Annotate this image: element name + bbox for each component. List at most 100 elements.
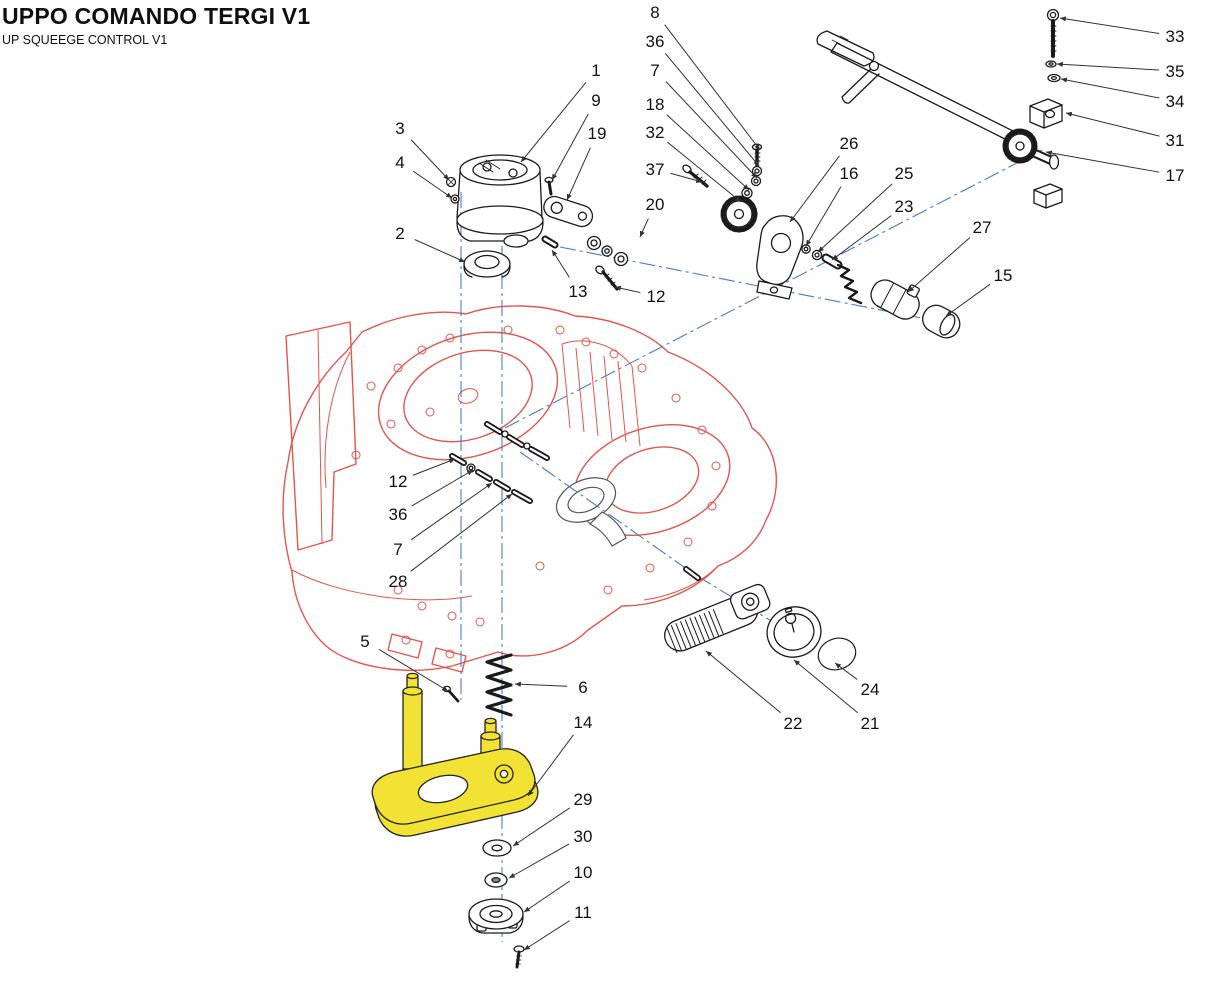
part-block-31 [1029,98,1063,129]
callout-label-2-7: 7 [650,61,659,80]
callout-leader-35-10 [523,880,571,913]
part-grommet-2 [463,250,511,278]
part-washer-25 [811,249,823,261]
part-hub-10 [468,898,524,934]
part-pin-13 [541,235,559,249]
callout-label-38-21: 21 [861,714,880,733]
callout-leader-15-26 [789,155,840,223]
callout-leader-4-32 [667,141,742,203]
callout-label-10-3: 3 [395,119,404,138]
callout-label-4-32: 32 [646,123,665,142]
callout-leader-20-15 [945,283,991,317]
part-bracket-14 [371,672,539,837]
callout-label-1-36: 36 [646,32,665,51]
drawing-title: UPPO COMANDO TERGI V1 [2,3,311,29]
part-spring-6 [485,653,513,717]
callout-leader-5-37 [670,172,703,183]
callout-label-8-9: 9 [591,91,600,110]
callout-label-34-30: 30 [574,827,593,846]
callout-leader-25-17 [1045,150,1160,173]
part-bushing-23 [821,253,843,270]
callout-label-21-33: 33 [1166,27,1185,46]
callout-label-18-23: 23 [895,197,914,216]
callout-leader-16-16 [805,186,842,247]
part-washers-20 [586,235,629,267]
callout-leader-32-14 [527,734,574,797]
part-screw-33 [1046,8,1060,58]
callout-leader-30-5 [378,648,449,692]
part-lever-22 [664,583,771,653]
callout-label-12-2: 2 [395,224,404,243]
part-disc-21 [766,606,822,658]
callout-leader-17-25 [817,183,893,253]
callout-label-23-34: 34 [1166,92,1185,111]
part-pad-24 [817,637,857,671]
callout-leader-28-7 [410,482,493,541]
callout-label-24-31: 31 [1166,131,1185,150]
drawing-subtitle: UP SQUEEGE CONTROL V1 [2,33,168,47]
part-washer-29 [482,839,512,857]
callout-leader-14-12 [614,285,641,294]
callout-label-30-5: 5 [360,632,369,651]
callout-label-13-13: 13 [569,282,588,301]
callout-leader-6-20 [639,218,649,238]
callout-label-37-22: 22 [784,714,803,733]
part-screw-5 [442,685,460,703]
title-block: UPPO COMANDO TERGI V1 UP SQUEEGE CONTROL… [2,3,310,47]
callout-leader-13-13 [551,249,570,278]
callout-label-29-28: 28 [389,572,408,591]
callout-label-20-15: 15 [994,266,1013,285]
part-washer-30 [484,872,508,888]
part-handle-rod [816,30,1026,147]
callout-label-15-26: 26 [840,134,859,153]
callout-leader-21-33 [1059,16,1160,35]
deck-pocket [555,477,627,547]
part-screw-8 [751,143,763,167]
callout-leader-37-22 [705,650,781,714]
part-block-31-lower [1033,183,1063,209]
callout-leader-36-11 [523,920,570,951]
part-pins-lower [449,453,533,504]
callout-label-26-12: 12 [389,472,408,491]
part-washer-7-upper [750,175,762,187]
part-screw-37 [682,164,709,188]
callout-leader-3-18 [666,114,750,191]
callout-leader-24-31 [1065,111,1160,137]
callout-label-14-12: 12 [647,287,666,306]
callout-label-5-37: 37 [646,160,665,179]
centerlines [460,149,1043,942]
part-screw-9 [544,176,554,196]
callout-leader-39-24 [834,662,858,680]
callout-label-9-19: 19 [588,124,607,143]
callout-leader-7-1 [520,82,587,163]
callout-label-3-18: 18 [646,95,665,114]
part-spring-27 [836,263,863,305]
callout-label-6-20: 20 [646,195,665,214]
callout-label-11-4: 4 [395,153,404,172]
callout-label-25-17: 17 [1166,166,1185,185]
callout-leader-8-9 [551,113,589,181]
callout-label-33-29: 29 [574,790,593,809]
callout-leader-2-7 [665,81,758,179]
part-screw-12-upper [595,265,619,291]
callout-leader-34-30 [508,843,570,879]
callout-label-36-11: 11 [574,903,592,922]
callout-label-22-35: 35 [1166,62,1185,81]
callout-leader-26-12 [412,458,456,476]
callout-leader-18-23 [831,215,892,261]
parts-layer [371,8,1063,969]
part-clutch-27 [870,279,920,320]
callout-label-16-16: 16 [840,164,859,183]
callout-leader-12-2 [414,239,466,263]
callout-label-28-7: 7 [393,540,402,559]
callout-label-32-14: 14 [574,713,593,732]
callout-label-39-24: 24 [861,680,880,699]
callout-leader-9-19 [566,147,591,201]
part-pins-upper [484,421,550,461]
callout-leader-23-34 [1060,77,1160,99]
part-washer-34 [1047,73,1061,83]
part-screw-4 [450,194,460,204]
